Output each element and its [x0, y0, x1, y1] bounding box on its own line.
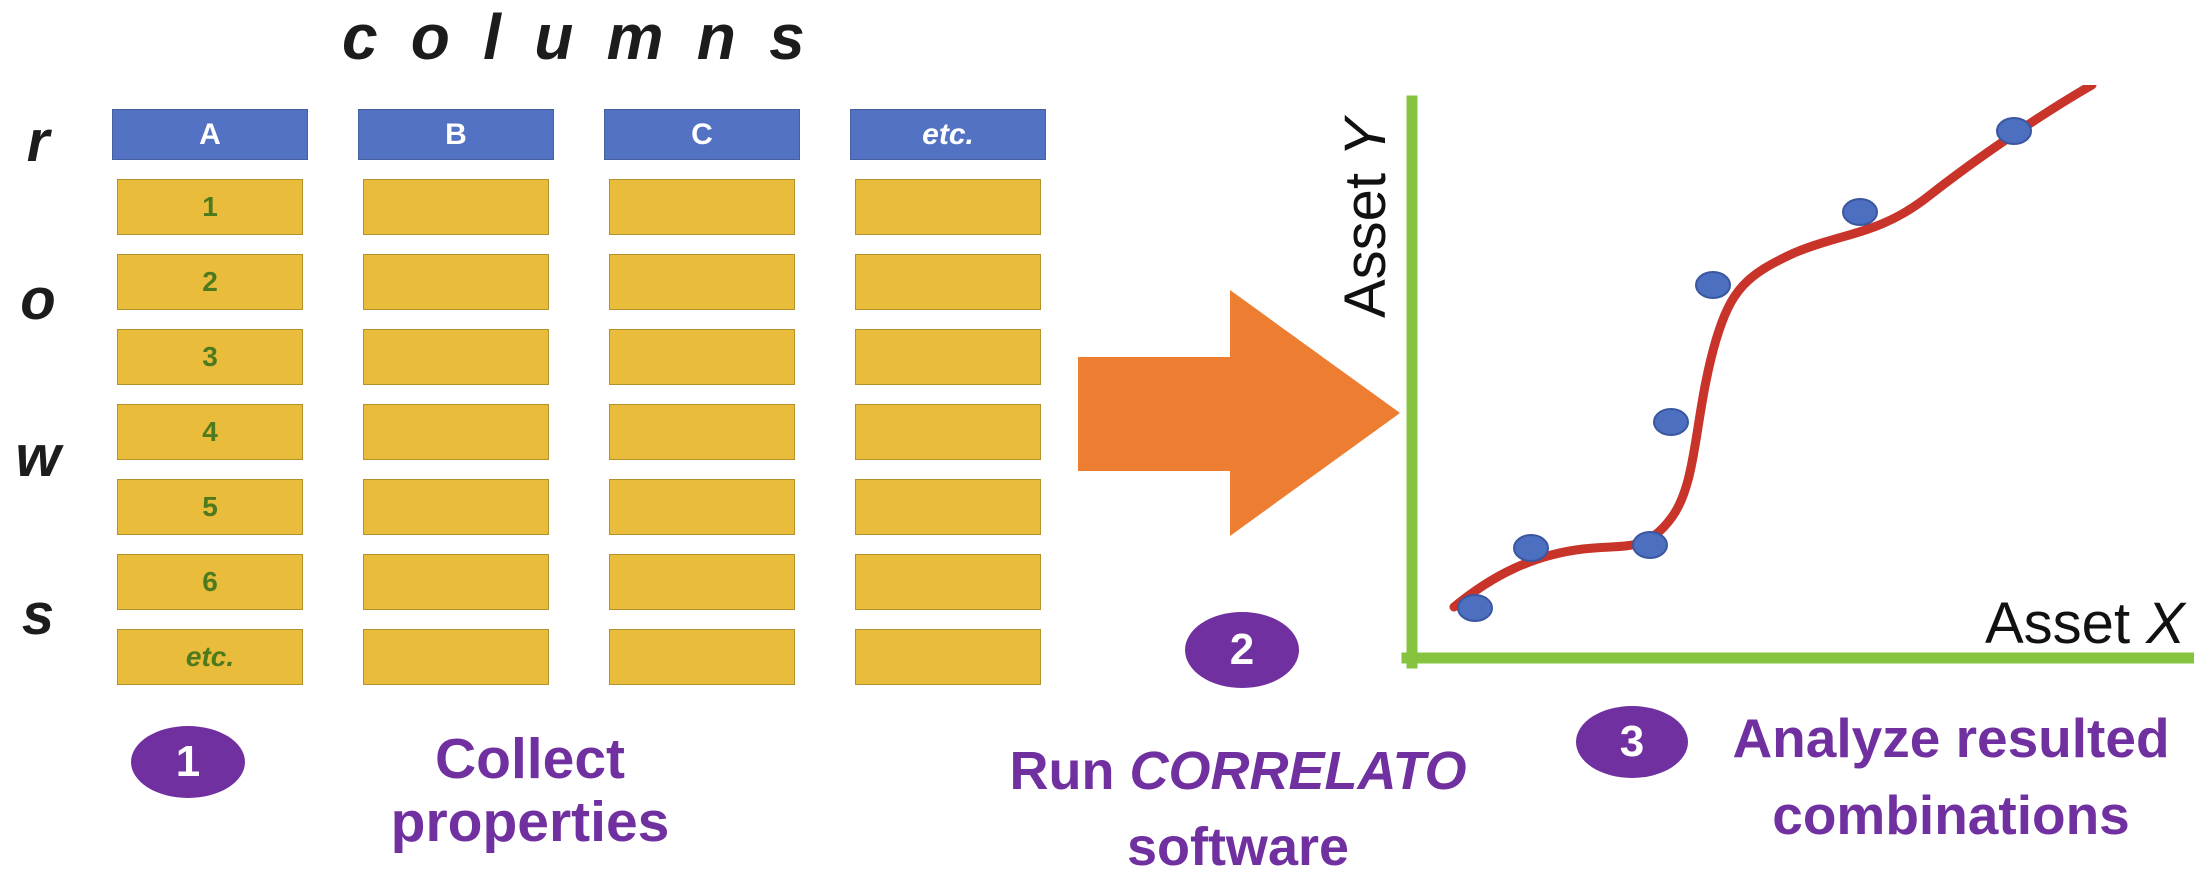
data-point [1457, 594, 1493, 622]
y-axis-variable: Y [1333, 118, 1398, 157]
empty-cell [609, 329, 795, 385]
properties-table: A 1 2 3 4 5 6 etc. B C [112, 109, 1046, 685]
x-axis-label: Asset X [1985, 590, 2185, 657]
step-2-badge: 2 [1185, 612, 1299, 688]
empty-cell [609, 554, 795, 610]
empty-cell [363, 479, 549, 535]
empty-cell [609, 254, 795, 310]
column-header: B [358, 109, 554, 160]
data-point [1632, 531, 1668, 559]
step-2-line1: Run CORRELATO [1006, 734, 1470, 810]
row-label-cell: 3 [117, 329, 303, 385]
flow-arrow-icon [1078, 290, 1400, 536]
empty-cell [609, 404, 795, 460]
step-3-line2: combinations [1772, 784, 2130, 846]
table-column-c: C [604, 109, 800, 685]
empty-cell [363, 179, 549, 235]
row-label-cell: 5 [117, 479, 303, 535]
empty-cell [363, 329, 549, 385]
empty-cell [855, 404, 1041, 460]
row-label-cell: 4 [117, 404, 303, 460]
empty-cell [609, 479, 795, 535]
column-header: C [604, 109, 800, 160]
table-column-etc: etc. [850, 109, 1046, 685]
row-label-cell: etc. [117, 629, 303, 685]
rows-letter: o [20, 266, 56, 332]
step-2-software-name: CORRELATO [1129, 741, 1467, 801]
x-axis-variable: X [2146, 591, 2185, 656]
data-point [1513, 534, 1549, 562]
step-3-badge: 3 [1576, 706, 1688, 778]
data-point [1842, 198, 1878, 226]
empty-cell [855, 254, 1041, 310]
y-axis-label-text: Asset [1333, 156, 1398, 318]
empty-cell [363, 404, 549, 460]
step-2-line2: software [1126, 816, 1350, 877]
data-point [1996, 117, 2032, 145]
step-1-badge: 1 [131, 726, 245, 798]
empty-cell [855, 329, 1041, 385]
rows-heading: r o w s [6, 108, 70, 648]
scatter-plot [1401, 85, 2194, 669]
data-point [1695, 271, 1731, 299]
trend-curve [1449, 85, 2097, 612]
row-label-cell: 6 [117, 554, 303, 610]
step-1-label: Collect properties [390, 727, 670, 854]
empty-cell [855, 479, 1041, 535]
empty-cell [855, 179, 1041, 235]
table-column-b: B [358, 109, 554, 685]
empty-cell [363, 254, 549, 310]
arrow-shape [1078, 290, 1400, 536]
y-axis-label: Asset Y [1332, 118, 1399, 318]
row-label-cell: 2 [117, 254, 303, 310]
rows-letter: s [21, 581, 55, 647]
empty-cell [609, 629, 795, 685]
step-2-label: Run CORRELATO software [1006, 734, 1470, 885]
rows-letter: r [26, 109, 50, 174]
empty-cell [855, 554, 1041, 610]
empty-cell [609, 179, 795, 235]
x-axis-label-text: Asset [1985, 591, 2147, 656]
step-3-line1: Analyze resulted [1732, 707, 2170, 769]
columns-heading: columns [341, 1, 839, 73]
data-points [1457, 117, 2032, 622]
empty-cell [363, 629, 549, 685]
column-header: etc. [850, 109, 1046, 160]
step-3-label: Analyze resulted combinations [1708, 700, 2194, 854]
empty-cell [855, 629, 1041, 685]
row-label-cell: 1 [117, 179, 303, 235]
empty-cell [363, 554, 549, 610]
column-header: A [112, 109, 308, 160]
table-column-a: A 1 2 3 4 5 6 etc. [112, 109, 308, 685]
rows-letter: w [15, 424, 61, 490]
data-point [1653, 408, 1689, 436]
step-2-line1-prefix: Run [1009, 741, 1130, 801]
